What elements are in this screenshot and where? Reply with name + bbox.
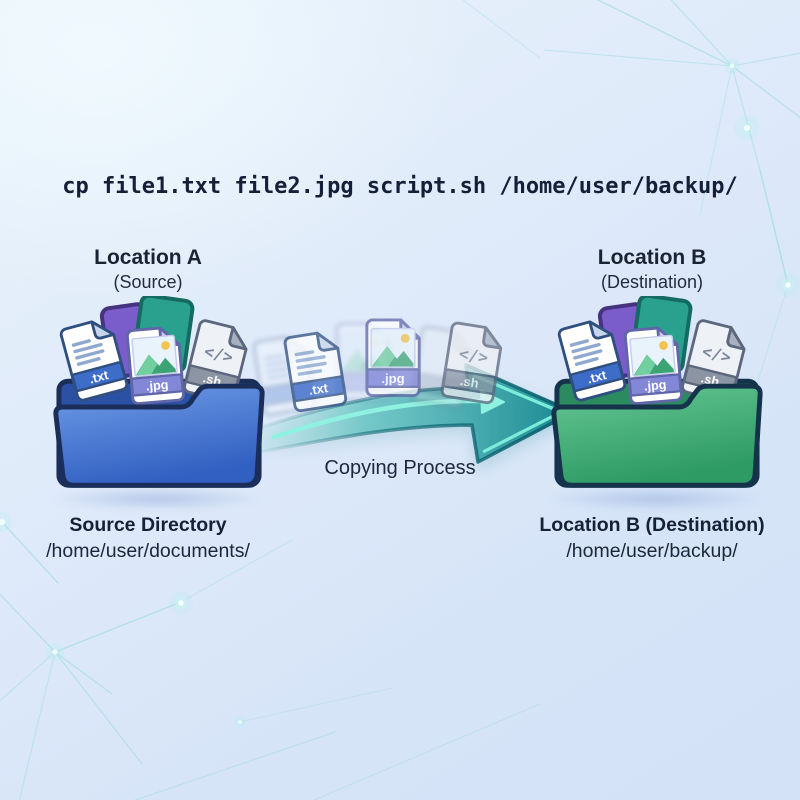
ghost-sh-file-icon: </> .sh [439,320,505,405]
source-folder-icon: .txt .jpg </> .sh [53,296,265,488]
source-txt-file-icon: .txt [58,315,130,403]
destination-caption: Location B (Destination) /home/user/back… [539,514,764,563]
ghost-code-glyph: </> [458,344,490,367]
network-glow-dots [0,58,800,728]
destination-txt-file-icon: .txt [556,315,628,403]
source-caption-path: /home/user/documents/ [46,540,250,562]
destination-title: Location B [597,246,707,269]
ghost-sh-label: .sh [459,373,480,391]
cp-command-text: cp file1.txt file2.jpg script.sh /home/u… [62,174,738,199]
source-jpg-file-icon: .jpg [125,325,186,406]
source-txt-label: .txt [88,368,111,387]
ghost-files-in-transit: .txt .jpg </> .sh [282,318,505,413]
ghost-jpg-file-icon: .jpg [365,318,421,398]
ghost-jpg-label: .jpg [381,371,404,386]
destination-txt-label: .txt [586,368,609,387]
source-heading: Location A (Source) [94,246,202,293]
destination-folder-icon: .txt .jpg </> .sh [551,296,763,488]
destination-heading: Location B (Destination) [598,246,707,293]
destination-subtitle: (Destination) [600,272,704,293]
source-title: Location A [94,246,202,269]
source-folder-front [53,383,265,488]
copy-arrow-graphic: .txt .jpg </> .sh [250,318,575,464]
source-jpg-label: .jpg [145,378,169,394]
destination-caption-title: Location B (Destination) [539,514,765,536]
ghost-txt-label: .txt [308,380,330,398]
source-folder-shadow [50,487,266,511]
destination-folder-front [551,383,763,488]
source-caption-title: Source Directory [69,514,227,536]
source-caption: Source Directory /home/user/documents/ [46,514,250,563]
ghost-txt-file-icon: .txt [282,328,348,413]
source-subtitle: (Source) [113,272,183,293]
source-sh-file-icon: </> .sh [181,318,252,405]
destination-jpg-file-icon: .jpg [623,325,684,406]
destination-jpg-label: .jpg [643,378,667,394]
copying-process-label: Copying Process [324,457,476,479]
destination-caption-path: /home/user/backup/ [566,540,738,562]
destination-folder-shadow [548,487,764,511]
